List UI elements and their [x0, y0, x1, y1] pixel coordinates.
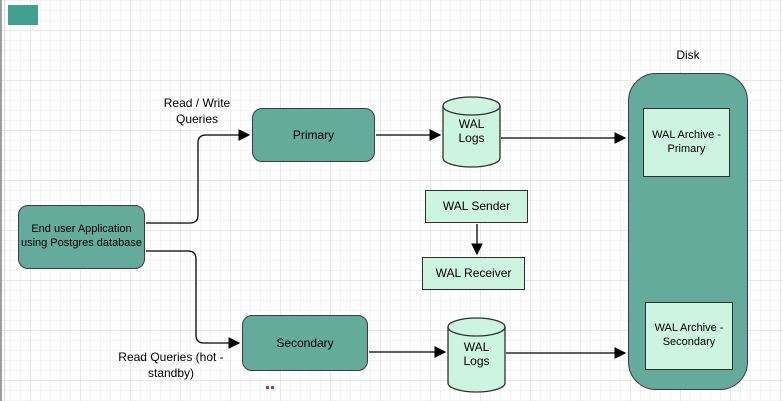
- cursor-artifact-red: [266, 386, 269, 389]
- cursor-artifact-blue: [271, 386, 274, 389]
- node-wal-sender[interactable]: WAL Sender: [425, 190, 528, 223]
- end-user-label: End user Application using Postgres data…: [20, 223, 143, 249]
- node-primary[interactable]: Primary: [252, 108, 375, 162]
- node-wal-archive-secondary[interactable]: WAL Archive - Secondary: [645, 302, 733, 370]
- node-end-user-application[interactable]: End user Application using Postgres data…: [18, 205, 145, 269]
- node-secondary[interactable]: Secondary: [242, 315, 368, 371]
- node-wal-archive-primary[interactable]: WAL Archive - Primary: [643, 108, 730, 177]
- primary-label: Primary: [292, 127, 335, 142]
- disk-label: Disk: [676, 48, 700, 62]
- node-wal-logs-bottom[interactable]: [447, 317, 506, 393]
- node-wal-receiver[interactable]: WAL Receiver: [422, 257, 525, 290]
- wal-archive-primary-label: WAL Archive - Primary: [652, 128, 721, 155]
- edge-enduser-to-secondary[interactable]: [146, 250, 241, 349]
- wal-logs-top-label: WAL Logs: [458, 117, 485, 146]
- left-edge-rail-inner: [4, 0, 5, 401]
- read-write-queries-label: Read / Write Queries: [163, 96, 231, 126]
- corner-shape-swatch: [8, 5, 38, 25]
- read-queries-label: Read Queries (hot - standby): [118, 350, 224, 380]
- wal-sender-label: WAL Sender: [442, 199, 511, 213]
- node-wal-logs-top[interactable]: [442, 96, 501, 168]
- left-edge-rail: [0, 0, 2, 401]
- wal-receiver-label: WAL Receiver: [435, 266, 512, 280]
- wal-logs-bottom-label: WAL Logs: [463, 340, 490, 369]
- edge-enduser-to-primary[interactable]: [146, 129, 251, 224]
- wal-archive-secondary-label: WAL Archive - Secondary: [654, 322, 724, 348]
- secondary-label: Secondary: [276, 335, 334, 350]
